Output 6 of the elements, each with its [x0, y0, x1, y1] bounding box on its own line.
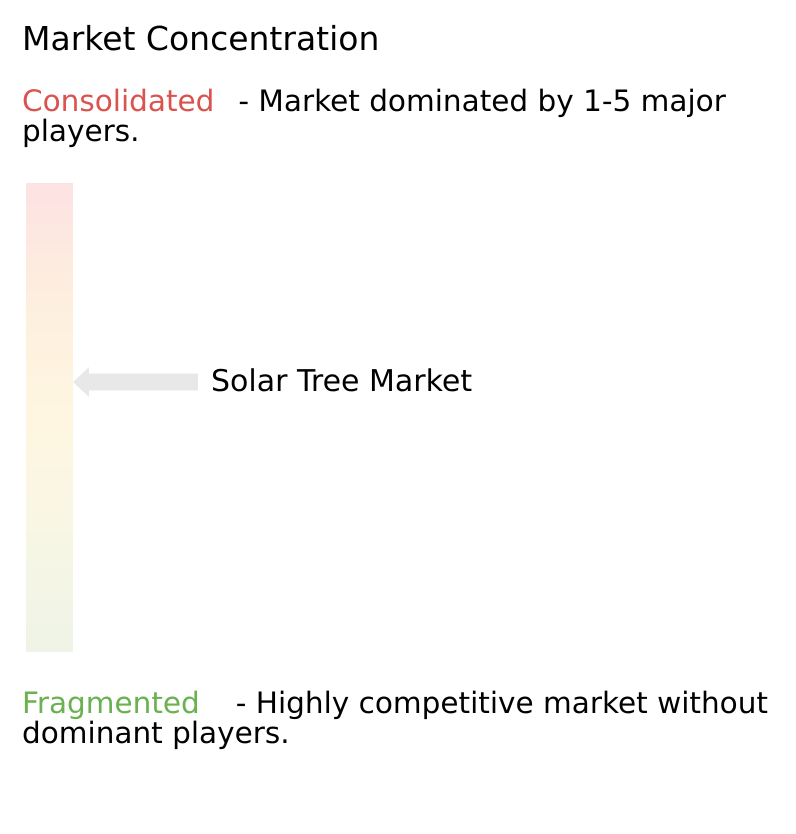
- title: Market Concentration: [22, 19, 380, 59]
- gradient-bar: [26, 183, 73, 652]
- definition-text: Consolidated - Market dominated by 1-5 major players.: [22, 86, 727, 146]
- market-label: Solar Tree Market: [198, 366, 472, 398]
- definition-text: Fragmented - Highly competitive market without dominant players.: [22, 688, 769, 748]
- arrow: [73, 367, 198, 397]
